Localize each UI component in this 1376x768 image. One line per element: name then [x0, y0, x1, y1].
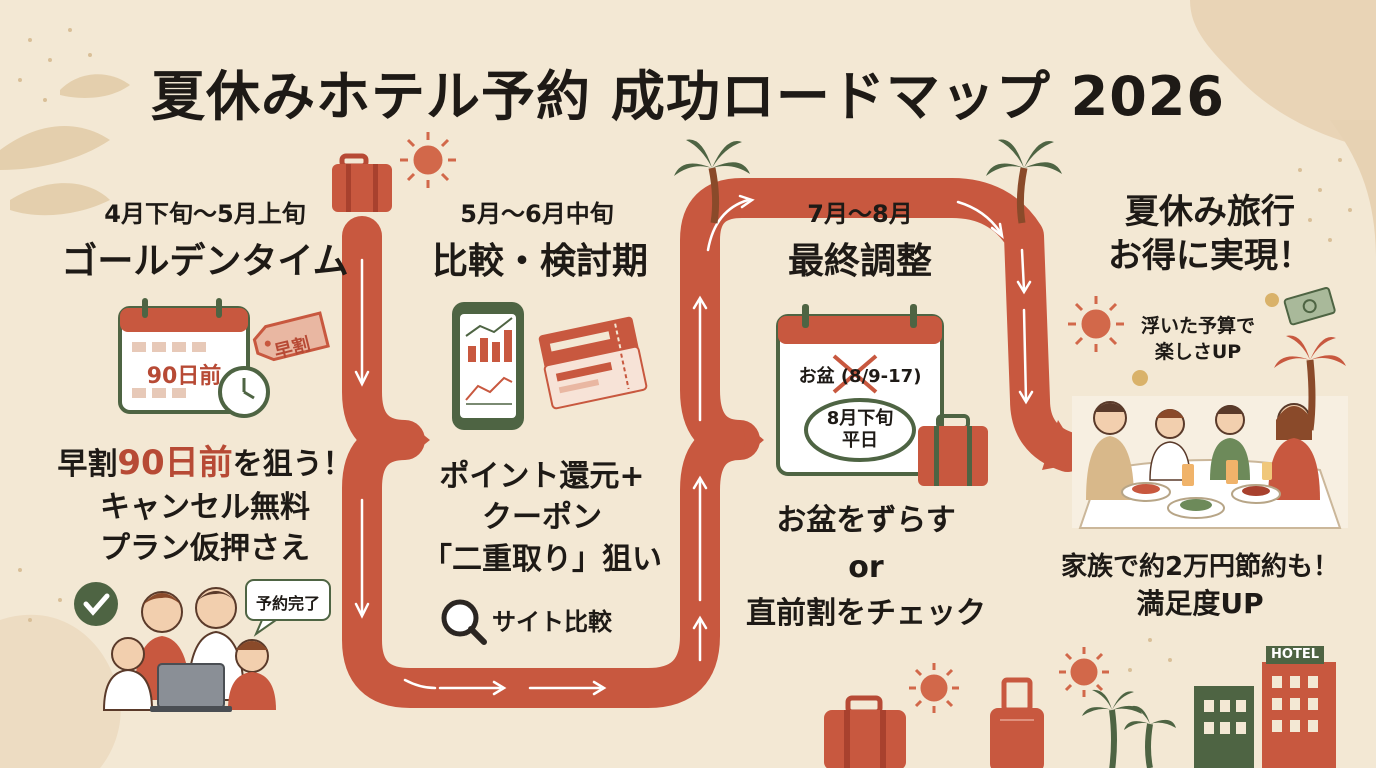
search-icon [441, 599, 487, 645]
speech-bubble: 予約完了 [255, 594, 320, 613]
palm-tree-icon-bottom-1 [1082, 689, 1142, 768]
step1-text-line-3: プラン仮押さえ [100, 531, 310, 567]
step1-text-prefix: 早割 [57, 447, 118, 482]
budget-bubble-line-1: 浮いた予算で [1140, 315, 1255, 337]
dot-pattern [18, 28, 1352, 672]
palm-tree-icon-2 [986, 139, 1062, 224]
result-heading-line-1: 夏休み旅行 [1125, 192, 1295, 232]
step2-phase: 比較・検討期 [431, 241, 648, 282]
calendar-icon-step1 [118, 298, 250, 414]
result-heading: 夏休み旅行 お得に実現！ [1060, 190, 1360, 278]
calendar-label: 90日前 [146, 364, 222, 389]
calendar-icon-step3 [776, 304, 944, 476]
corner-blob-right [1330, 120, 1376, 260]
late-august-circled: 8月下旬 平日 [808, 408, 912, 451]
late-august-line-2: 平日 [842, 429, 878, 451]
step1-text-line-2: キャンセル無料 [100, 489, 310, 525]
step1-text: 早割90日前を狙う！ キャンセル無料 プラン仮押さえ [20, 440, 390, 570]
step3-phase: 最終調整 [787, 241, 932, 282]
sun-icon-top [400, 132, 456, 188]
step1-text-line-1: 早割90日前を狙う！ [20, 440, 390, 487]
step4-text-line-1: 家族で約2万円節約も！ [1060, 552, 1340, 582]
road-direction-arrows [354, 194, 1034, 696]
road-arrowhead-left [405, 420, 430, 460]
step2-text-line-1: ポイント還元+ [439, 459, 645, 494]
obon-crossed: お盆 (8/9-17) [798, 366, 922, 387]
step3-period: 7月〜8月 [807, 200, 913, 228]
sun-icon-bottom-1 [909, 663, 959, 713]
tag-icon [252, 311, 330, 362]
roadmap-path [342, 178, 1088, 708]
step1-period: 4月下旬〜5月上旬 [104, 200, 306, 228]
palm-tree-icon-3 [1274, 335, 1346, 431]
step2-text-line-2: クーポン [482, 500, 602, 536]
palm-tree-icon-1 [674, 139, 750, 224]
coupon-icon [538, 316, 648, 410]
step1-phase: ゴールデンタイム [61, 241, 349, 282]
result-heading-line-2: お得に実現！ [1108, 236, 1312, 277]
budget-bubble: 浮いた予算で 楽しさUP [1128, 314, 1268, 365]
check-icon [74, 582, 118, 626]
step1-highlight: 90日前 [117, 443, 233, 483]
suitcase-icon-top [332, 153, 392, 212]
sun-icon-result [1068, 296, 1124, 352]
rolling-suitcase-icon [990, 677, 1044, 768]
step2-text-line-3: 「二重取り」狙い [422, 541, 662, 577]
site-compare-label: サイト比較 [492, 608, 612, 636]
family-dinner-icon [1072, 396, 1348, 529]
step3-text-line-1: お盆をずらす [776, 503, 956, 538]
suitcase-icon-bottom [824, 695, 906, 768]
page-title: 夏休みホテル予約 成功ロードマップ 2026 [151, 65, 1225, 128]
hotel-icon [1194, 646, 1336, 768]
speech-bubble-shape [245, 579, 331, 637]
suitcase-icon-step3 [918, 414, 988, 486]
money-icon [1283, 287, 1336, 326]
step3-text: お盆をずらす or 直前割をチェック [716, 498, 1016, 638]
step2-text: ポイント還元+ クーポン 「二重取り」狙い [392, 456, 692, 580]
sun-icon-bottom-2 [1059, 647, 1109, 697]
palm-tree-icon-bottom-2 [1124, 705, 1176, 768]
step3-text-line-2: or [848, 549, 884, 585]
road-arrowhead-middle [740, 420, 764, 460]
smartphone-chart-icon [452, 302, 524, 430]
step3-text-line-3: 直前割をチェック [746, 596, 986, 631]
step1-text-suffix: を狙う！ [232, 447, 353, 482]
corner-blob-bottom-left [0, 614, 121, 768]
leaf-decoration [0, 74, 130, 216]
step4-text-line-2: 満足度UP [1136, 587, 1264, 621]
step4-text: 家族で約2万円節約も！ 満足度UP [1040, 550, 1360, 623]
coin-icon [1265, 293, 1279, 307]
budget-bubble-line-2: 楽しさUP [1154, 340, 1242, 363]
coin-icon [1132, 370, 1148, 386]
late-august-line-1: 8月下旬 [826, 408, 894, 429]
corner-blob-top-right [1190, 0, 1376, 150]
family-laptop-icon [102, 587, 276, 712]
hotel-sign: HOTEL [1271, 647, 1319, 662]
clock-icon [218, 366, 270, 418]
step2-period: 5月〜6月中旬 [460, 200, 614, 228]
